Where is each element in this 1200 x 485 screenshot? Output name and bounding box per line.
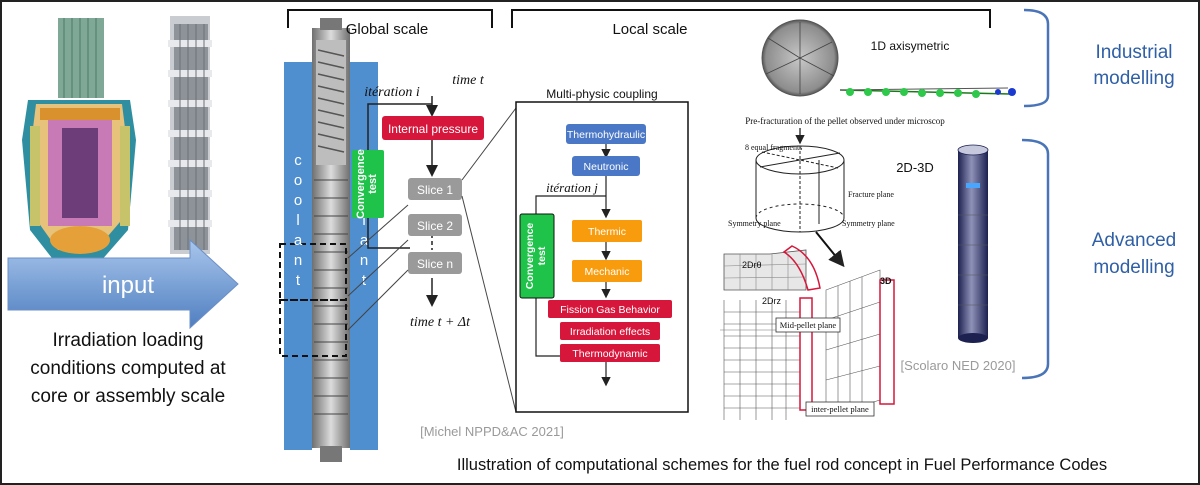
advanced-label-line-1: Advanced <box>1092 230 1177 251</box>
global-scale-header: Global scale <box>346 21 429 38</box>
irradiation-effects-box <box>560 322 660 340</box>
svg-text:l: l <box>362 212 365 229</box>
svg-text:a: a <box>294 232 303 249</box>
thermohydraulic-box <box>566 124 646 144</box>
global-convergence-line-2: test <box>367 174 379 194</box>
input-arrow-label: input <box>102 272 154 299</box>
time-next-label: time t + Δt <box>410 315 471 330</box>
fracture-plane-label: Fracture plane <box>848 190 894 199</box>
slice-1-box <box>408 178 462 200</box>
reactor-vessel-illustration <box>22 18 136 262</box>
mid-pellet-plane-label: Mid-pellet plane <box>780 320 837 330</box>
symmetry-plane-b-label: Symmetry plane <box>842 219 895 228</box>
local-scale-bracket <box>511 9 991 28</box>
thermic-label: Thermic <box>588 226 626 238</box>
iteration-j-label: itération j <box>546 180 598 195</box>
neutronic-label: Neutronic <box>584 161 629 173</box>
description-line-2: conditions computed at <box>30 358 226 379</box>
figure-caption: Illustration of computational schemes fo… <box>457 456 1107 474</box>
time-t-label: time t <box>452 73 485 88</box>
fission-gas-label: Fission Gas Behavior <box>560 304 660 316</box>
irradiation-effects-label: Irradiation effects <box>570 326 650 338</box>
local-convergence-test-box <box>519 213 555 299</box>
label-2drz: 2Drz <box>762 296 782 306</box>
fragmented-pellet-diagram <box>755 145 845 233</box>
3d-cladding-tube <box>957 144 989 343</box>
mechanic-box <box>572 260 642 282</box>
slice-n-label: Slice n <box>417 257 453 271</box>
svg-text:o: o <box>294 172 302 189</box>
internal-pressure-box <box>382 116 484 140</box>
slice-1-label: Slice 1 <box>417 183 453 197</box>
thermodynamic-label: Thermodynamic <box>572 348 647 360</box>
global-convergence-test-box <box>352 150 384 218</box>
svg-text:c: c <box>294 152 302 169</box>
label-2dro: 2Drθ <box>742 260 762 270</box>
microscope-caption: Pre-fracturation of the pellet observed … <box>745 116 945 126</box>
slice-connector-lines <box>347 107 517 413</box>
inter-pellet-plane-label: inter-pellet plane <box>811 404 869 414</box>
fragments-label: 8 equal fragments <box>745 143 802 152</box>
label-3d: 3D <box>880 276 892 286</box>
svg-text:t: t <box>296 272 301 289</box>
symmetry-plane-a-label: Symmetry plane <box>728 219 781 228</box>
description-line-3: core or assembly scale <box>31 386 225 407</box>
mid-pellet-plane-box <box>775 317 841 333</box>
slice-n-box <box>408 252 462 274</box>
local-convergence-line-2: test <box>536 246 548 265</box>
thermic-box <box>572 220 642 242</box>
neutronic-box <box>572 156 640 176</box>
thermodynamic-box <box>560 344 660 362</box>
description-line-1: Irradiation loading <box>52 330 203 351</box>
industrial-bracket <box>1023 8 1050 108</box>
michel-citation: [Michel NPPD&AC 2021] <box>420 424 564 439</box>
internal-pressure-label: Internal pressure <box>388 122 478 136</box>
slice-2-label: Slice 2 <box>417 219 453 233</box>
svg-text:o: o <box>294 192 302 209</box>
input-arrow <box>7 238 239 330</box>
label-2d3d: 2D-3D <box>896 160 934 175</box>
fuel-rod-illustration <box>279 18 378 462</box>
advanced-label-line-2: modelling <box>1093 257 1174 278</box>
axisymetric-label: 1D axisymetric <box>871 39 950 53</box>
mechanic-label: Mechanic <box>585 266 630 278</box>
industrial-label-line-2: modelling <box>1093 68 1174 89</box>
industrial-label-line-1: Industrial <box>1095 42 1172 63</box>
local-scale-header: Local scale <box>612 21 687 38</box>
thermohydraulic-label: Thermohydraulic <box>567 129 645 141</box>
axisymmetric-mesh <box>839 87 1016 98</box>
multi-physic-coupling-title: Multi-physic coupling <box>546 87 657 101</box>
slice-2-box <box>408 214 462 236</box>
global-scale-bracket <box>287 9 493 28</box>
coolant-label-left: coo lan t <box>294 152 303 289</box>
svg-text:n: n <box>360 252 368 269</box>
meshes-2d-3d <box>720 245 895 420</box>
iteration-i-label: itération i <box>364 85 420 100</box>
global-convergence-line: Convergence <box>355 149 367 219</box>
svg-text:n: n <box>294 252 302 269</box>
fission-gas-box <box>548 300 672 318</box>
scolaro-citation: [Scolaro NED 2020] <box>901 358 1016 373</box>
fuel-assembly-illustration <box>168 16 212 254</box>
inter-pellet-plane-box <box>805 401 875 417</box>
local-convergence-line: Convergence <box>524 223 536 290</box>
advanced-bracket <box>1021 138 1050 380</box>
svg-text:l: l <box>296 212 299 229</box>
svg-text:a: a <box>360 232 369 249</box>
